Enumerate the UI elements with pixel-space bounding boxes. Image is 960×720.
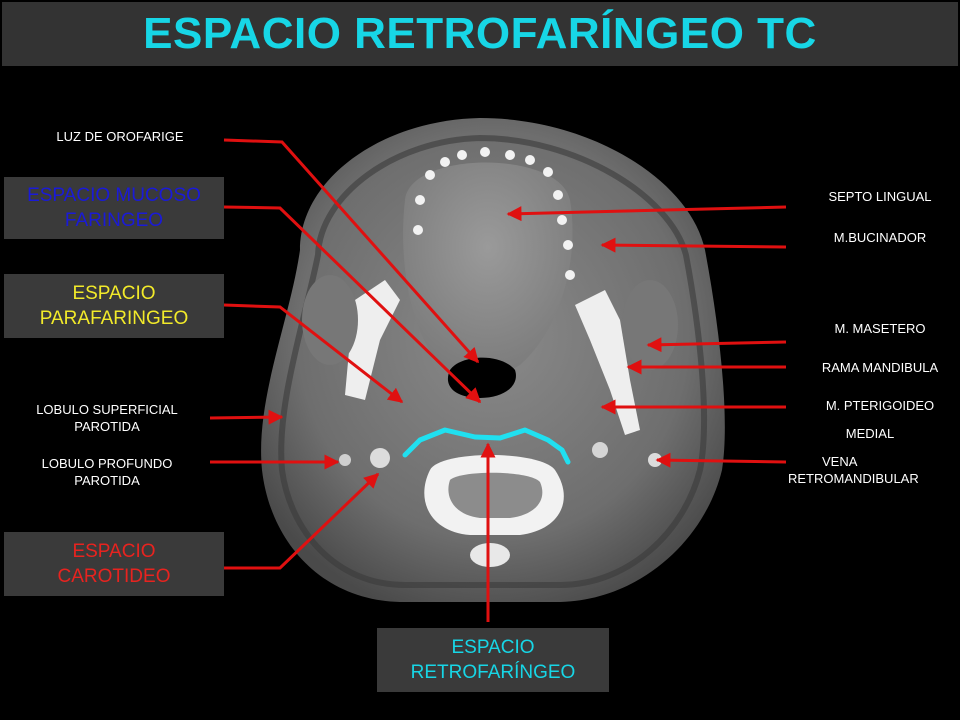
page-title: ESPACIO RETROFARÍNGEO TC (143, 9, 817, 58)
arrow-masetero (646, 337, 787, 353)
arrow-parafaringeo (223, 303, 404, 404)
tongue (403, 162, 573, 375)
arrow-lobulo-superficial (209, 409, 284, 425)
arrow-vena (655, 452, 787, 468)
label-m-bucinador: M.BUCINADOR (833, 230, 927, 245)
label-medial: MEDIAL (845, 426, 895, 441)
mandible-right (575, 290, 640, 435)
arrow-luz (223, 138, 480, 364)
teeth (413, 147, 575, 280)
arrow-bucinador (600, 237, 787, 253)
fat-ring (278, 134, 708, 588)
label-rama-mandibula: RAMA MANDIBULA (821, 360, 939, 375)
retropharyngeal-outline (402, 427, 571, 465)
label-septo-lingual: SEPTO LINGUAL (828, 189, 932, 204)
label-m-pterigoideo: M. PTERIGOIDEO (825, 398, 935, 413)
arrows (209, 138, 787, 622)
label-luz-orofarige: LUZ DE OROFARIGE (56, 129, 184, 144)
arrow-carotideo (224, 472, 380, 570)
arrow-mucoso (223, 205, 482, 404)
title-banner: ESPACIO RETROFARÍNGEO TC (2, 2, 958, 66)
arrow-septo (506, 205, 787, 222)
label-m-masetero: M. MASETERO (834, 321, 926, 336)
